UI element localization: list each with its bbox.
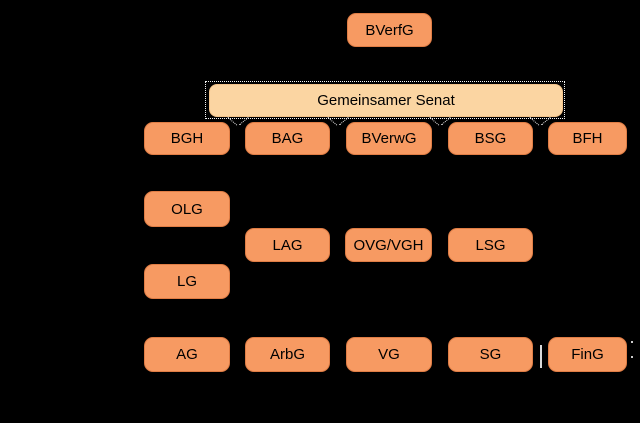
node-ovg-vgh[interactable]: OVG/VGH	[345, 228, 432, 262]
node-bverwg[interactable]: BVerwG	[346, 122, 432, 155]
node-sg[interactable]: SG	[448, 337, 533, 372]
selection-dotted-mark	[431, 117, 449, 128]
node-lsg[interactable]: LSG	[448, 228, 533, 262]
node-olg[interactable]: OLG	[144, 191, 230, 227]
node-lag[interactable]: LAG	[245, 228, 330, 262]
selection-handle-dot	[631, 356, 633, 358]
node-arbg[interactable]: ArbG	[245, 337, 330, 372]
node-bfh[interactable]: BFH	[548, 122, 627, 155]
node-gemeinsamer-senat[interactable]: Gemeinsamer Senat	[209, 84, 563, 117]
node-ag[interactable]: AG	[144, 337, 230, 372]
node-bgh[interactable]: BGH	[144, 122, 230, 155]
node-lg[interactable]: LG	[144, 264, 230, 299]
node-bverfg[interactable]: BVerfG	[347, 13, 432, 47]
selection-dotted-mark	[229, 117, 247, 128]
node-bag[interactable]: BAG	[245, 122, 330, 155]
selection-dotted-mark	[531, 117, 549, 128]
node-fing[interactable]: FinG	[548, 337, 627, 372]
node-bsg[interactable]: BSG	[448, 122, 533, 155]
node-vg[interactable]: VG	[346, 337, 432, 372]
selection-handle-dot	[631, 341, 633, 343]
selection-dotted-mark	[329, 117, 347, 128]
selection-artifact-line	[540, 345, 542, 368]
